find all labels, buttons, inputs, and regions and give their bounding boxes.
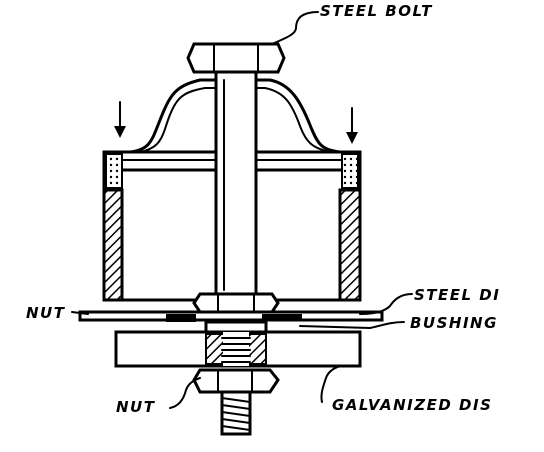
right-arrow xyxy=(346,107,358,144)
label-galvanized-disc: GALVANIZED DIS xyxy=(332,396,492,414)
leader-lines xyxy=(71,11,413,409)
label-steel-disc: STEEL DI xyxy=(414,286,500,304)
bolt-head xyxy=(186,42,286,74)
left-arrow xyxy=(114,101,126,138)
threaded-bolt-end xyxy=(220,390,252,436)
galvanized-disc xyxy=(114,330,362,368)
bolt-shaft xyxy=(214,70,258,298)
lower-nut xyxy=(192,368,280,394)
label-nut-bottom: NUT xyxy=(116,398,156,416)
label-nut-top: NUT xyxy=(26,304,66,322)
upper-nut xyxy=(192,292,280,314)
left-cylinder-wall xyxy=(102,188,124,302)
label-bushing: BUSHING xyxy=(410,314,498,332)
label-steel-bolt: STEEL BOLT xyxy=(320,2,433,20)
steel-disc xyxy=(78,310,384,322)
right-cylinder-wall xyxy=(338,188,362,302)
